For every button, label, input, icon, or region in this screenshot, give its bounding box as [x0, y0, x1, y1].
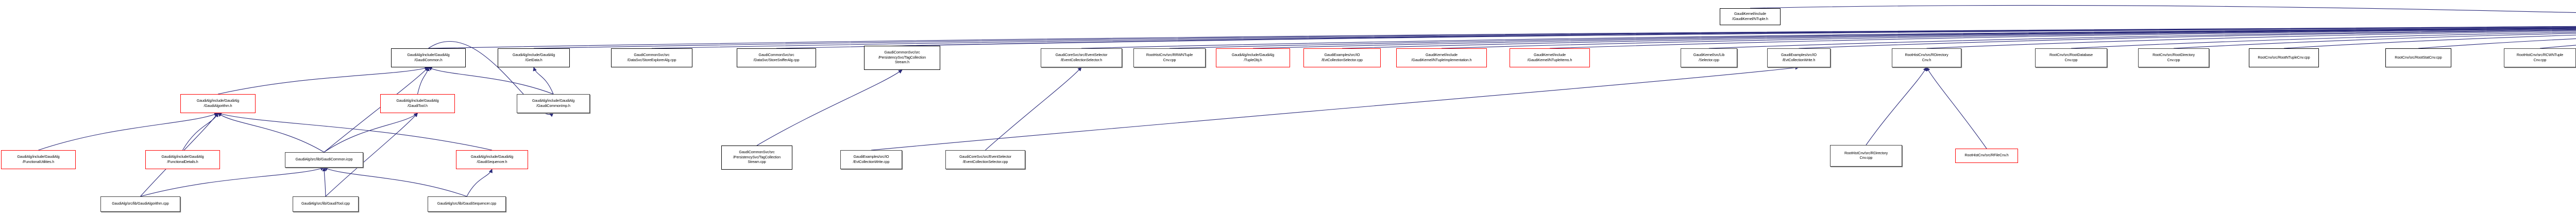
graph-node[interactable]: GaudiAlg/include/GaudiAlg /GaudiSequence…: [456, 150, 528, 169]
graph-edge: [2418, 38, 2576, 49]
graph-edge: [2173, 33, 2576, 49]
graph-node[interactable]: GaudiAlg/include/GaudiAlg /GaudiCommon.h: [391, 48, 466, 67]
graph-node[interactable]: GaudiKernel/include /GaudiKernel/NTuple.…: [1720, 8, 1781, 25]
graph-edge: [1169, 27, 2576, 49]
graph-node[interactable]: GaudiAlg/include/GaudiAlg /GaudiAlgorith…: [180, 94, 256, 113]
graph-edge: [2071, 31, 2576, 49]
graph-edge: [1081, 27, 2576, 49]
graph-edge: [140, 167, 325, 197]
graph-node[interactable]: GaudiAlg/src/lib/GaudiTool.cpp: [293, 196, 359, 212]
graph-node[interactable]: GaudiCoreSvc/src/EventSelector /EventCol…: [945, 150, 1025, 169]
graph-node[interactable]: GaudiKernel/src/Lib /Selector.cpp: [1681, 48, 1737, 67]
graph-edge: [324, 113, 418, 153]
graph-node[interactable]: GaudiAlg/include/GaudiAlg /TupleObj.h: [1216, 48, 1290, 67]
graph-edge: [2283, 34, 2576, 49]
graph-node[interactable]: GaudiCoreSvc/src/EventSelector /EventCol…: [1041, 48, 1122, 67]
graph-edge: [985, 67, 1082, 151]
graph-edge: [1926, 67, 1987, 149]
graph-edge: [1441, 28, 2576, 49]
graph-edge: [428, 67, 554, 95]
graph-node[interactable]: GaudiCommonSvc/src /DataSvc/StoreExplore…: [611, 48, 692, 67]
graph-edge: [1708, 29, 2576, 49]
graph-node[interactable]: GaudiExamples/src/IO /EvtCollectionWrite…: [840, 150, 902, 169]
graph-node[interactable]: GaudiAlg/src/lib/GaudiAlgorithm.cpp: [100, 196, 180, 212]
graph-node[interactable]: GaudiExamples/src/IO /EvtCollectionWrite…: [1767, 48, 1831, 67]
graph-edge: [871, 65, 1800, 151]
graph-node[interactable]: GaudiCommonSvc/src /DataSvc/StoreSniffer…: [737, 48, 816, 67]
graph-edge: [1549, 28, 2576, 49]
graph-edge: [428, 26, 2576, 49]
graph-edge: [1926, 30, 2576, 49]
graph-node[interactable]: GaudiAlg/src/lib/GaudiCommon.icpp: [285, 152, 363, 168]
graph-node[interactable]: GaudiAlg/src/lib/GaudiSequencer.cpp: [428, 196, 506, 212]
graph-node[interactable]: RootHistCnv/src/RRWNTuple Cnv.cpp: [1133, 48, 1206, 67]
graph-node[interactable]: GaudiAlg/include/GaudiAlg /FunctionalUti…: [1, 150, 76, 169]
graph-edge: [1252, 27, 2576, 49]
graph-node[interactable]: GaudiExamples/src/IO /EvtCollectionSelec…: [1303, 48, 1381, 67]
graph-node[interactable]: GaudiAlg/include/GaudiAlg /GaudiCommonIm…: [517, 94, 590, 113]
graph-edge: [651, 26, 2576, 49]
graph-edge: [466, 169, 493, 197]
graph-node[interactable]: RootHistCnv/src/RCWNTuple Cnv.cpp: [2504, 48, 2576, 67]
graph-edge: [2539, 45, 2576, 49]
graph-node[interactable]: GaudiCommonSvc/src /PersistencySvc/TagCo…: [864, 46, 940, 70]
graph-node[interactable]: RootCnv/src/RootNTupleCnv.cpp: [2249, 48, 2319, 67]
graph-edge: [1342, 28, 2576, 49]
graph-node[interactable]: RootHistCnv/src/RDirectory Cnv.h: [1892, 48, 1961, 67]
graph-node[interactable]: GaudiKernel/include /GaudiKernel/NTupleI…: [1396, 48, 1487, 67]
graph-edge: [1799, 29, 2576, 49]
graph-node[interactable]: RootCnv/src/RootDatabase Cnv.cpp: [2035, 48, 2107, 67]
graph-edge: [217, 113, 325, 153]
graph-node[interactable]: RootCnv/src/RootDirectory Cnv.cpp: [2138, 48, 2209, 67]
graph-edge: [322, 167, 327, 197]
graph-node[interactable]: RootHistCnv/src/RFileCnv.h: [1955, 149, 2018, 163]
graph-edge: [38, 113, 218, 151]
graph-node[interactable]: GaudiAlg/include/GaudiAlg /GetData.h: [498, 48, 570, 67]
graph-edge: [417, 67, 430, 95]
graph-edge: [1750, 5, 2576, 13]
graph-node[interactable]: GaudiAlg/include/GaudiAlg /FunctionalDet…: [145, 150, 220, 169]
graph-node[interactable]: GaudiKernel/include /GaudiKernel/NTupleI…: [1510, 48, 1590, 67]
graph-edge: [182, 113, 218, 151]
graph-edge: [324, 167, 467, 197]
graph-node[interactable]: RootCnv/src/RootStatCnv.cpp: [2385, 48, 2451, 67]
graph-edge: [1866, 67, 1927, 146]
graph-edge: [217, 66, 429, 95]
graph-edge: [217, 112, 493, 151]
graph-node[interactable]: GaudiAlg/include/GaudiAlg /GaudiTool.h: [380, 94, 455, 113]
graph-edge: [776, 26, 2576, 49]
graph-edge: [533, 67, 554, 95]
graph-edge: [533, 26, 2576, 49]
graph-node[interactable]: RootHistCnv/src/RDirectory Cnv.cpp: [1830, 145, 1902, 167]
graph-node[interactable]: GaudiCommonSvc/src /PersistencySvc/TagCo…: [721, 146, 792, 170]
graph-edge: [756, 69, 903, 146]
